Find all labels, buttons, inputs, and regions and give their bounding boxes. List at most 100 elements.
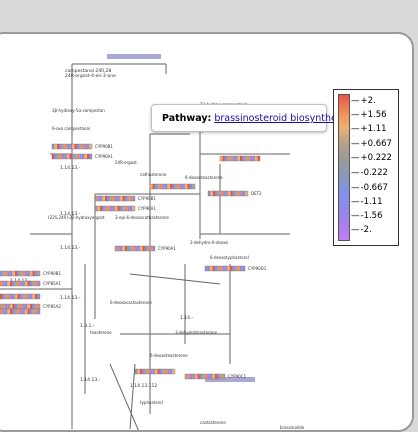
- compound-label: 6-deoxotyphasterol: [210, 255, 249, 260]
- expression-cell: [132, 206, 135, 211]
- compound-label: castasterone: [200, 420, 226, 425]
- expression-cell: [64, 144, 67, 149]
- expression-cell: [30, 304, 33, 309]
- expression-strip: [219, 155, 261, 162]
- expression-cell: [160, 369, 163, 374]
- expression-cell: [115, 206, 118, 211]
- expression-cell: [232, 156, 235, 161]
- expression-cell: [72, 144, 75, 149]
- ec-number-label: 1.14.13.-: [80, 377, 101, 383]
- expression-cell: [227, 156, 230, 161]
- expression-cell: [187, 374, 190, 379]
- expression-cell: [12, 281, 15, 286]
- expression-cell: [32, 304, 35, 309]
- expression-cell: [30, 294, 33, 299]
- expression-strip: [51, 143, 93, 150]
- expression-cell: [220, 156, 223, 161]
- expression-cell: [167, 184, 170, 189]
- expression-cell: [240, 156, 243, 161]
- compound-label: 24R-ergost: [115, 160, 137, 165]
- expression-cell: [180, 184, 183, 189]
- expression-cell: [72, 154, 75, 159]
- expression-cell: [170, 184, 173, 189]
- expression-cell: [220, 266, 223, 271]
- expression-cell: [22, 281, 25, 286]
- expression-cell: [17, 294, 20, 299]
- expression-cell: [0, 294, 3, 299]
- expression-cell: [20, 281, 23, 286]
- enzyme-name-label: CYP90B1: [95, 144, 113, 149]
- expression-cell: [5, 271, 8, 276]
- expression-cell: [217, 266, 220, 271]
- expression-cell: [27, 304, 30, 309]
- expression-cell: [137, 369, 140, 374]
- ec-number-label: 1.14.13.-: [60, 165, 81, 171]
- expression-cell: [54, 144, 57, 149]
- expression-strip: [184, 373, 226, 380]
- expression-cell: [150, 184, 153, 189]
- expression-cell: [17, 281, 20, 286]
- expression-cell: [32, 309, 35, 314]
- expression-cell: [52, 154, 55, 159]
- expression-cell: [240, 191, 243, 196]
- expression-cell: [57, 144, 60, 149]
- expression-cell: [25, 294, 28, 299]
- expression-cell: [20, 294, 23, 299]
- expression-cell: [12, 271, 15, 276]
- compound-label: cathasterone: [140, 172, 167, 177]
- expression-cell: [27, 281, 30, 286]
- expression-cell: [210, 191, 213, 196]
- expression-strip: [94, 195, 136, 202]
- expression-cell: [35, 304, 38, 309]
- expression-cell: [62, 154, 65, 159]
- expression-cell: [37, 304, 40, 309]
- expression-cell: [20, 304, 23, 309]
- ec-number-label: 1.3.1.-: [80, 323, 95, 329]
- expression-cell: [130, 206, 133, 211]
- expression-cell: [152, 369, 155, 374]
- expression-cell: [140, 246, 143, 251]
- ec-number-label: 1.14.13.-: [60, 211, 81, 217]
- pathway-link[interactable]: brassinosteroid biosynthesis II: [214, 113, 359, 124]
- expression-cell: [27, 309, 30, 314]
- expression-cell: [64, 154, 67, 159]
- expression-cell: [210, 266, 213, 271]
- expression-cell: [82, 144, 85, 149]
- expression-cell: [89, 154, 92, 159]
- compound-label: teasterone: [90, 330, 112, 335]
- expression-cell: [74, 154, 77, 159]
- expression-cell: [35, 309, 38, 314]
- expression-strip: [114, 245, 156, 252]
- expression-cell: [212, 374, 215, 379]
- expression-cell: [252, 156, 255, 161]
- expression-cell: [230, 156, 233, 161]
- expression-cell: [32, 281, 35, 286]
- legend-tick: +1.56: [351, 110, 387, 120]
- expression-cell: [15, 281, 18, 286]
- legend-tick: -0.222: [351, 168, 388, 178]
- expression-cell: [105, 196, 108, 201]
- expression-cell: [120, 206, 123, 211]
- expression-cell: [192, 184, 195, 189]
- legend-tick: -2.: [351, 225, 372, 235]
- expression-cell: [7, 294, 10, 299]
- expression-cell: [175, 184, 178, 189]
- expression-cell: [15, 271, 18, 276]
- expression-cell: [20, 309, 23, 314]
- expression-cell: [235, 266, 238, 271]
- enzyme-name-label: CYP90A1: [158, 246, 176, 251]
- expression-cell: [10, 281, 13, 286]
- compound-label: 6-deoxoteasterone: [150, 353, 188, 358]
- expression-cell: [122, 196, 125, 201]
- expression-cell: [162, 184, 165, 189]
- enzyme-box: [205, 377, 255, 382]
- expression-cell: [25, 309, 28, 314]
- expression-cell: [5, 294, 8, 299]
- expression-cell: [205, 266, 208, 271]
- expression-cell: [115, 196, 118, 201]
- tooltip-label: Pathway:: [162, 113, 212, 124]
- legend-tick: -1.11: [351, 197, 383, 207]
- expression-cell: [105, 206, 108, 211]
- expression-cell: [157, 184, 160, 189]
- compound-label: 3-dehydroteasterone: [175, 330, 218, 335]
